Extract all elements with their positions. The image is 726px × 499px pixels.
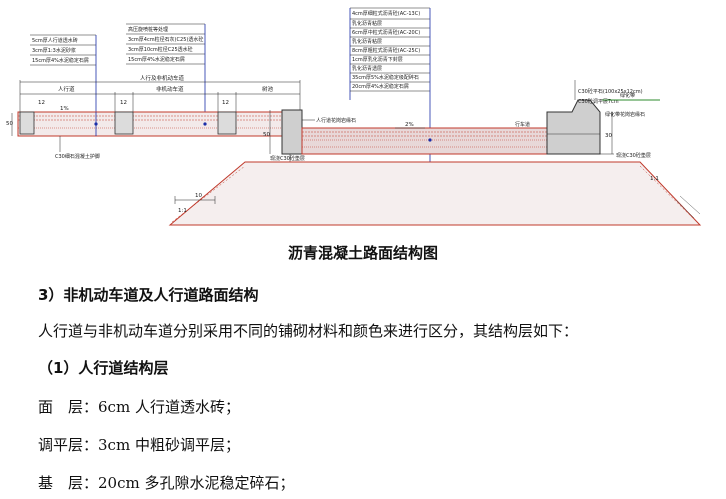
curb-base-label: 现浇C30砼垫层 <box>270 155 305 162</box>
section-heading: 3）非机动车道及人行道路面结构 <box>38 286 259 304</box>
curb-label: 人行道花岗岩缘石 <box>316 117 356 124</box>
dim-12-a: 12 <box>38 100 45 106</box>
top-span-label: 人行及非机动车道 <box>140 74 185 82</box>
dim-12-c: 12 <box>222 100 229 106</box>
pavement-structure-drawing: 5cm厚人行道透水砖 3cm厚1:3水泥砂浆 15cm厚4%水泥稳定石屑 高压旋… <box>6 7 702 226</box>
mid-callout-block: 高压旋喷桩等处理 3cm厚4cm粒径石灰(C25)透水砼 3cm厚10cm粒径C… <box>126 23 206 124</box>
section-label-1: 非机动车道 <box>156 85 184 93</box>
intro-paragraph: 人行道与非机动车道分别采用不同的铺砌材料和颜色来进行区分，其结构层如下： <box>38 322 579 340</box>
right-callout-4: 8cm厚粗粒式沥青砼(AC-25C) <box>352 47 420 54</box>
layer-name: 基 层： <box>38 474 99 492</box>
section-label-2: 树池 <box>262 85 274 93</box>
curb-base-label2: 现浇C30砼垫层 <box>616 152 651 159</box>
subheading: （1）人行道结构层 <box>38 359 169 377</box>
layer-desc: 3cm 中粗砂调平层； <box>98 436 240 454</box>
right-callout-3: 乳化沥青粘层 <box>352 38 382 45</box>
left-callout-2: 15cm厚4%水泥稳定石屑 <box>32 57 89 64</box>
right-callout-5: 1cm厚乳化沥青下封层 <box>352 56 403 63</box>
left-callout-1: 3cm厚1:3水泥砂浆 <box>32 47 76 54</box>
left-callout-block: 5cm厚人行道透水砖 3cm厚1:3水泥砂浆 15cm厚4%水泥稳定石屑 <box>30 34 97 124</box>
layer-name: 面 层： <box>38 398 99 416</box>
dim-12-b: 12 <box>120 100 127 106</box>
top-dimensions: 人行及非机动车道 人行道 非机动车道 树池 12 12 12 1% <box>19 74 301 113</box>
mid-callout-1: 3cm厚4cm粒径石灰(C25)透水砼 <box>128 36 203 43</box>
right-callout-2: 6cm厚中粒式沥青砼(AC-20C) <box>352 29 420 36</box>
slope-ratio-right: 1:1 <box>650 176 659 182</box>
slope-ratio-left: 1:1 <box>178 208 187 214</box>
right-callout-8: 20cm厚4%水泥稳定石屑 <box>352 83 409 90</box>
slope-right-label: 2% <box>405 122 414 128</box>
subgrade: 10 1:1 1:1 <box>168 161 702 226</box>
left-callout-0: 5cm厚人行道透水砖 <box>32 37 78 44</box>
mid-callout-2: 3cm厚10cm粒径C25透水砼 <box>128 46 193 53</box>
right-curb-label2: C30砼调平层7cm <box>578 98 619 105</box>
section-label-0: 人行道 <box>58 85 75 93</box>
mid-callout-0: 高压旋喷桩等处理 <box>128 26 168 33</box>
layer-item: 调平层：3cm 中粗砂调平层； <box>38 434 240 455</box>
roadway-layers: 2% 行车道 <box>301 121 548 155</box>
right-curb-label: C30砼平石(100x25x12cm) <box>578 88 643 95</box>
figure-caption: 沥青混凝土路面结构图 <box>287 244 438 262</box>
right-callout-6: 乳化沥青透层 <box>352 65 382 72</box>
right-vertical-dim: 30 <box>605 133 612 139</box>
left-bottom-dim: 10 <box>195 193 202 199</box>
greening-label: 绿化带 <box>620 92 635 99</box>
roadway-label: 行车道 <box>515 121 530 128</box>
right-callout-0: 4cm厚细粒式沥青砼(AC-13C) <box>352 10 420 17</box>
right-callout-7: 35cm厚5%水泥稳定级配碎石 <box>352 74 419 81</box>
bottom-left-label: C30细石混凝土护脚 <box>55 153 100 160</box>
layer-name: 调平层： <box>38 436 99 454</box>
layer-item: 基 层：20cm 多孔隙水泥稳定碎石； <box>38 472 295 493</box>
left-height-label: 50 <box>6 121 13 127</box>
right-callout-block: 4cm厚细粒式沥青砼(AC-13C) 乳化沥青粘层 6cm厚中粒式沥青砼(AC-… <box>349 7 431 200</box>
layer-desc: 20cm 多孔隙水泥稳定碎石； <box>98 474 295 492</box>
sidewalk-section: 50 C30细石混凝土护脚 <box>6 111 301 160</box>
right-callout-1: 乳化沥青粘层 <box>352 20 382 27</box>
mid-callout-3: 15cm厚4%水泥稳定石屑 <box>128 56 185 63</box>
slope-left-label: 1% <box>60 106 69 112</box>
layer-desc: 6cm 人行道透水砖； <box>98 398 240 416</box>
layer-item: 面 层：6cm 人行道透水砖； <box>38 396 240 417</box>
greening-curb-label: 绿化带花岗岩缘石 <box>605 111 645 118</box>
curb-height-label: 50 <box>263 132 270 138</box>
